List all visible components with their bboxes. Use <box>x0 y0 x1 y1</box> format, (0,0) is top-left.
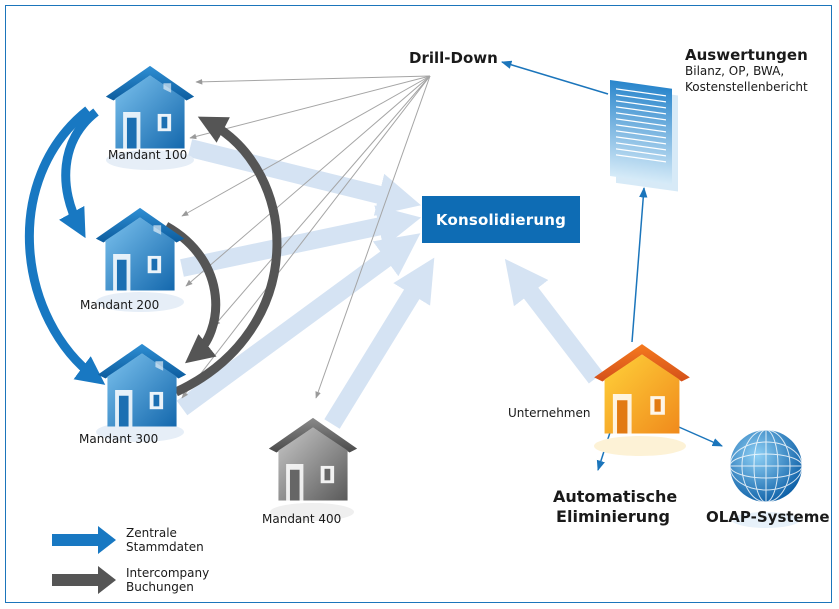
legend-stammdaten-arrow-icon <box>52 526 116 554</box>
auswertungen-title: Auswertungen <box>685 46 808 64</box>
house-mandant-300 <box>96 344 186 442</box>
consolidation-flows <box>176 139 604 429</box>
house-mandant-200 <box>96 208 184 312</box>
eliminierung-line1: Automatische <box>553 487 678 506</box>
eliminierung-line2: Eliminierung <box>556 507 670 526</box>
drilldown-lines <box>181 75 431 399</box>
konsolidierung-box: Konsolidierung <box>422 196 580 243</box>
auswertungen-line1: Bilanz, OP, BWA, <box>685 64 785 78</box>
legend-stammdaten-label: Zentrale Stammdaten <box>126 526 204 554</box>
drilldown-label: Drill-Down <box>409 49 498 67</box>
legend-intercompany-arrow-icon <box>52 566 116 594</box>
arrow-unternehmen-auswertungen <box>631 186 648 343</box>
auswertungen-line2: Kostenstellenbericht <box>685 80 808 94</box>
legend-intercompany-line1: Intercompany <box>126 566 210 580</box>
house-mandant-100: .roof{fill:url(#g-roof-blue)}.body{fill:… <box>106 66 194 170</box>
flow-m100-konsolidierung <box>187 139 421 216</box>
mandant-100-label: Mandant 100 <box>108 148 188 162</box>
flow-m400-konsolidierung <box>324 257 435 429</box>
legend-intercompany-label: Intercompany Buchungen <box>126 566 209 594</box>
mandant-300-label: Mandant 300 <box>79 432 159 446</box>
legend-stammdaten-line2: Stammdaten <box>126 540 204 554</box>
arrow-m300-m100 <box>174 116 282 397</box>
arrow-m100-m300 <box>24 106 106 385</box>
flow-m200-konsolidierung <box>180 205 422 277</box>
house-unternehmen <box>594 344 690 456</box>
eliminierung-label: Automatische Eliminierung <box>553 487 678 527</box>
olap-label: OLAP-Systeme <box>706 508 830 526</box>
legend-stammdaten-line1: Zentrale <box>126 526 177 540</box>
flow-unternehmen-konsolidierung <box>504 258 604 384</box>
arrow-auswertungen-drilldown <box>500 60 609 95</box>
report-document-icon <box>610 80 678 192</box>
intercompany-arrows <box>163 116 282 397</box>
arrow-m200-m300 <box>163 222 221 364</box>
mandant-400-label: Mandant 400 <box>262 512 342 526</box>
arrow-unternehmen-olap <box>671 423 723 447</box>
stammdaten-arrows <box>24 106 106 385</box>
auswertungen-label: Auswertungen Bilanz, OP, BWA, Kostenstel… <box>685 47 808 95</box>
legend-intercompany-line2: Buchungen <box>126 580 194 594</box>
unternehmen-label: Unternehmen <box>508 406 591 420</box>
globe-icon <box>729 429 803 528</box>
arrow-m100-m200 <box>59 108 99 239</box>
flow-m300-konsolidierung <box>176 233 421 416</box>
house-mandant-400 <box>268 417 358 521</box>
diagram-frame <box>5 5 832 603</box>
mandant-200-label: Mandant 200 <box>80 298 160 312</box>
legend-arrows <box>52 526 116 594</box>
